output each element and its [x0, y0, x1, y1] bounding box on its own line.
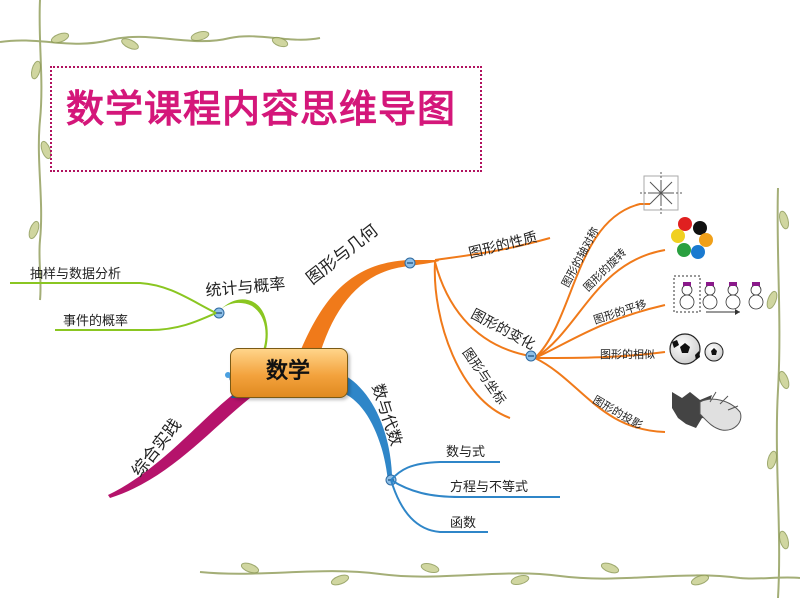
- soccer-balls-similarity-icon: [669, 333, 724, 365]
- equations-branch: [390, 479, 560, 498]
- numbers-branch: [390, 461, 500, 481]
- snowmen-translation-icon: [673, 275, 764, 315]
- equations-label: 方程与不等式: [450, 479, 528, 495]
- practice-branch: [108, 392, 250, 498]
- translation-branch: [534, 304, 666, 359]
- functions-label: 函数: [450, 516, 476, 531]
- projection-label: 图形的投影: [591, 392, 646, 432]
- vine-leaves-decoration: [28, 30, 790, 586]
- sampling-label: 抽样与数据分析: [30, 267, 121, 282]
- translation-label: 图形的平移: [592, 297, 649, 327]
- similarity-label: 图形的相似: [600, 347, 655, 361]
- projection-branch: [534, 357, 666, 433]
- similarity-branch: [534, 351, 666, 359]
- sampling-branch: [10, 282, 217, 314]
- probability-branch: [55, 312, 217, 331]
- center-node[interactable]: [230, 348, 348, 398]
- transformations-label: 图形的变化: [468, 306, 537, 353]
- functions-branch: [390, 479, 488, 533]
- title-frame: [50, 66, 482, 172]
- page-title: 数学课程内容思维导图: [66, 86, 457, 131]
- transformations-branch: [434, 261, 531, 357]
- coordinates-branch: [433, 261, 511, 419]
- properties-branch: [434, 237, 551, 261]
- probability-label: 事件的概率: [63, 313, 128, 329]
- statistics-label: 统计与概率: [205, 274, 286, 300]
- numbers-label: 数与式: [446, 445, 485, 460]
- coordinates-label: 图形与坐标: [459, 346, 509, 408]
- symmetry-branch: [534, 203, 650, 359]
- center-node-label: 数学: [265, 359, 310, 384]
- pinwheel-rotation-icon: [671, 217, 713, 259]
- hand-shadow-projection-icon: [672, 391, 742, 431]
- rotation-branch: [534, 249, 666, 359]
- properties-label: 图形的性质: [467, 229, 539, 261]
- snowflake-symmetry-icon: [640, 172, 682, 214]
